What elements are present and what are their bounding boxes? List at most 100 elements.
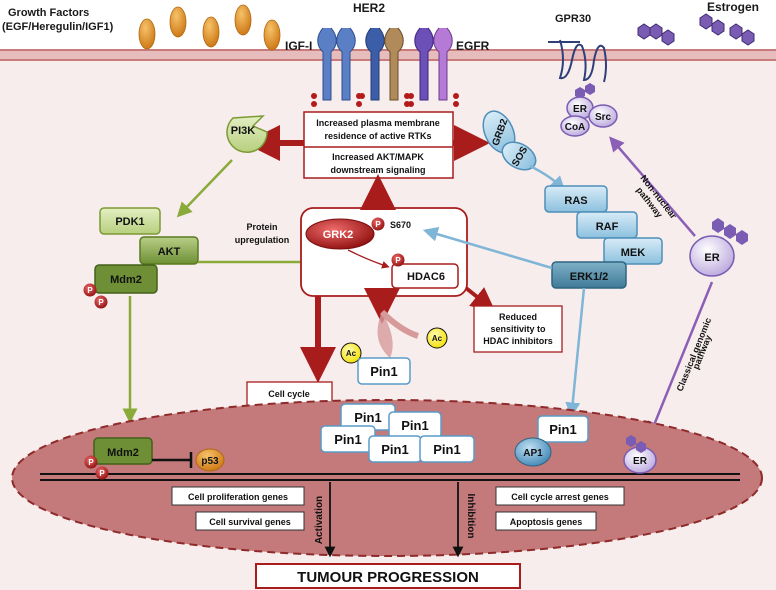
- protein-upregulation-label: Protein: [246, 222, 277, 232]
- deacetylation-arrow: [377, 312, 393, 358]
- svg-text:Apoptosis genes: Apoptosis genes: [510, 517, 583, 527]
- egfr-label: EGFR: [456, 39, 490, 53]
- activation-label: Activation: [314, 496, 325, 544]
- svg-text:RAS: RAS: [564, 195, 587, 207]
- arrow-classical-genomic: [647, 281, 714, 437]
- hdac6-label: HDAC6: [407, 271, 445, 283]
- grb2-node: GRB2: [482, 110, 516, 154]
- svg-text:residence of active RTKs: residence of active RTKs: [324, 131, 431, 141]
- svg-text:Pin1: Pin1: [549, 422, 576, 437]
- rtk-info-box: Increased plasma membrane residence of a…: [303, 111, 454, 179]
- growth-factors-sublabel: (EGF/Heregulin/IGF1): [2, 21, 114, 33]
- pdk1-node: PDK1: [99, 207, 161, 235]
- ap1-pin1-complex: Pin1 AP1: [514, 415, 589, 467]
- svg-text:Cell proliferation genes: Cell proliferation genes: [188, 492, 288, 502]
- gene-box-cell-cycle-arrest: Cell cycle arrest genes: [495, 486, 625, 506]
- mek-node: MEK: [603, 237, 663, 265]
- svg-text:P: P: [99, 469, 105, 478]
- pin1-cluster: Pin1 Pin1 Pin1 Pin1 Pin1: [320, 403, 475, 463]
- svg-text:ERK1/2: ERK1/2: [570, 271, 609, 283]
- svg-text:Pin1: Pin1: [370, 364, 397, 379]
- svg-text:Pin1: Pin1: [334, 432, 361, 447]
- grk2-hdac6-box: GRK2 P S670 P HDAC6: [300, 207, 468, 297]
- mdm2-nucleus-node: Mdm2 P P: [84, 437, 153, 480]
- svg-text:Mdm2: Mdm2: [107, 447, 139, 459]
- er-label-top: ER: [573, 104, 588, 115]
- svg-text:Pin1: Pin1: [433, 442, 460, 457]
- svg-text:MEK: MEK: [621, 247, 646, 259]
- svg-text:P: P: [375, 220, 381, 229]
- p53-node: p53: [195, 448, 225, 472]
- estrogen-molecules: [637, 13, 755, 46]
- svg-text:HDAC inhibitors: HDAC inhibitors: [483, 336, 553, 346]
- growth-factors-label: Growth Factors: [8, 7, 89, 19]
- svg-text:Ac: Ac: [432, 334, 443, 343]
- arrow-sos-to-ras: [529, 164, 566, 192]
- er-cytoplasm-node: ER: [689, 218, 748, 277]
- arrow-pi3k-to-pdk1: [176, 159, 233, 218]
- svg-text:Mdm2: Mdm2: [110, 274, 142, 286]
- svg-text:Pin1: Pin1: [381, 442, 408, 457]
- gene-box-proliferation: Cell proliferation genes: [171, 486, 305, 506]
- receptor-tyrosine-kinases: [311, 27, 459, 107]
- svg-text:Cell cycle arrest genes: Cell cycle arrest genes: [511, 492, 609, 502]
- akt-node: AKT: [139, 236, 199, 265]
- svg-text:RAF: RAF: [596, 221, 619, 233]
- svg-text:Cell cycle: Cell cycle: [268, 389, 310, 399]
- svg-text:Pin1: Pin1: [354, 410, 381, 425]
- gpr30-receptor: [548, 39, 607, 83]
- tumour-progression-box: TUMOUR PROGRESSION: [255, 563, 521, 589]
- svg-text:AKT: AKT: [158, 246, 181, 258]
- gene-box-survival: Cell survival genes: [195, 511, 305, 531]
- raf-node: RAF: [576, 211, 638, 239]
- arrow-erk-to-ap1: [565, 287, 586, 418]
- arrow-non-nuclear: [609, 136, 696, 237]
- svg-text:Pin1: Pin1: [401, 418, 428, 433]
- svg-text:ER: ER: [704, 252, 719, 264]
- acetyl-group-left: [340, 342, 362, 364]
- svg-text:PDK1: PDK1: [115, 216, 144, 228]
- gene-box-apoptosis: Apoptosis genes: [495, 511, 597, 531]
- mdm2-cytoplasm-node: Mdm2 P P: [83, 264, 158, 309]
- svg-text:P: P: [395, 256, 401, 265]
- svg-text:Ac: Ac: [346, 349, 357, 358]
- pi3k-node: PI3K: [226, 115, 268, 154]
- er-nucleus-node: ER: [623, 435, 657, 474]
- growth-factor-ligands: [138, 4, 281, 51]
- er-src-coa-complex: ER Src CoA: [560, 83, 618, 137]
- coa-label: CoA: [565, 122, 586, 133]
- svg-text:sensitivity to: sensitivity to: [490, 324, 546, 334]
- sos-node: SOS: [501, 141, 537, 171]
- svg-text:downstream signaling: downstream signaling: [330, 165, 425, 175]
- gpr30-label: GPR30: [555, 13, 591, 25]
- svg-text:P: P: [98, 298, 104, 307]
- acetyl-group-right: [426, 327, 448, 349]
- erk-node: ERK1/2: [551, 261, 627, 289]
- s670-label: S670: [390, 220, 411, 230]
- plasma-membrane: [0, 50, 776, 60]
- svg-text:ER: ER: [633, 456, 648, 467]
- pin1-acetylated: Pin1: [357, 357, 411, 385]
- arrow-erk-to-grk2: [422, 226, 553, 270]
- svg-text:Reduced: Reduced: [499, 312, 537, 322]
- ras-node: RAS: [544, 185, 608, 213]
- svg-text:PI3K: PI3K: [231, 125, 256, 137]
- svg-text:Cell survival genes: Cell survival genes: [209, 517, 291, 527]
- her2-label: HER2: [353, 1, 385, 15]
- svg-text:p53: p53: [201, 456, 219, 467]
- svg-text:P: P: [88, 458, 94, 467]
- reduced-sensitivity-box: Reduced sensitivity to HDAC inhibitors: [473, 305, 563, 353]
- svg-text:Increased plasma membrane: Increased plasma membrane: [316, 118, 440, 128]
- svg-text:AP1: AP1: [523, 448, 543, 459]
- igf-label: IGF-I: [285, 39, 312, 53]
- svg-text:upregulation: upregulation: [235, 235, 290, 245]
- inhibition-label: Inhibition: [465, 494, 476, 539]
- estrogen-label: Estrogen: [707, 0, 759, 14]
- svg-text:TUMOUR PROGRESSION: TUMOUR PROGRESSION: [297, 569, 479, 586]
- arrow-to-reduced-sensitivity: [464, 286, 496, 312]
- svg-text:P: P: [87, 286, 93, 295]
- src-label: Src: [595, 112, 612, 123]
- grk2-label: GRK2: [323, 229, 354, 241]
- svg-text:Increased AKT/MAPK: Increased AKT/MAPK: [332, 152, 424, 162]
